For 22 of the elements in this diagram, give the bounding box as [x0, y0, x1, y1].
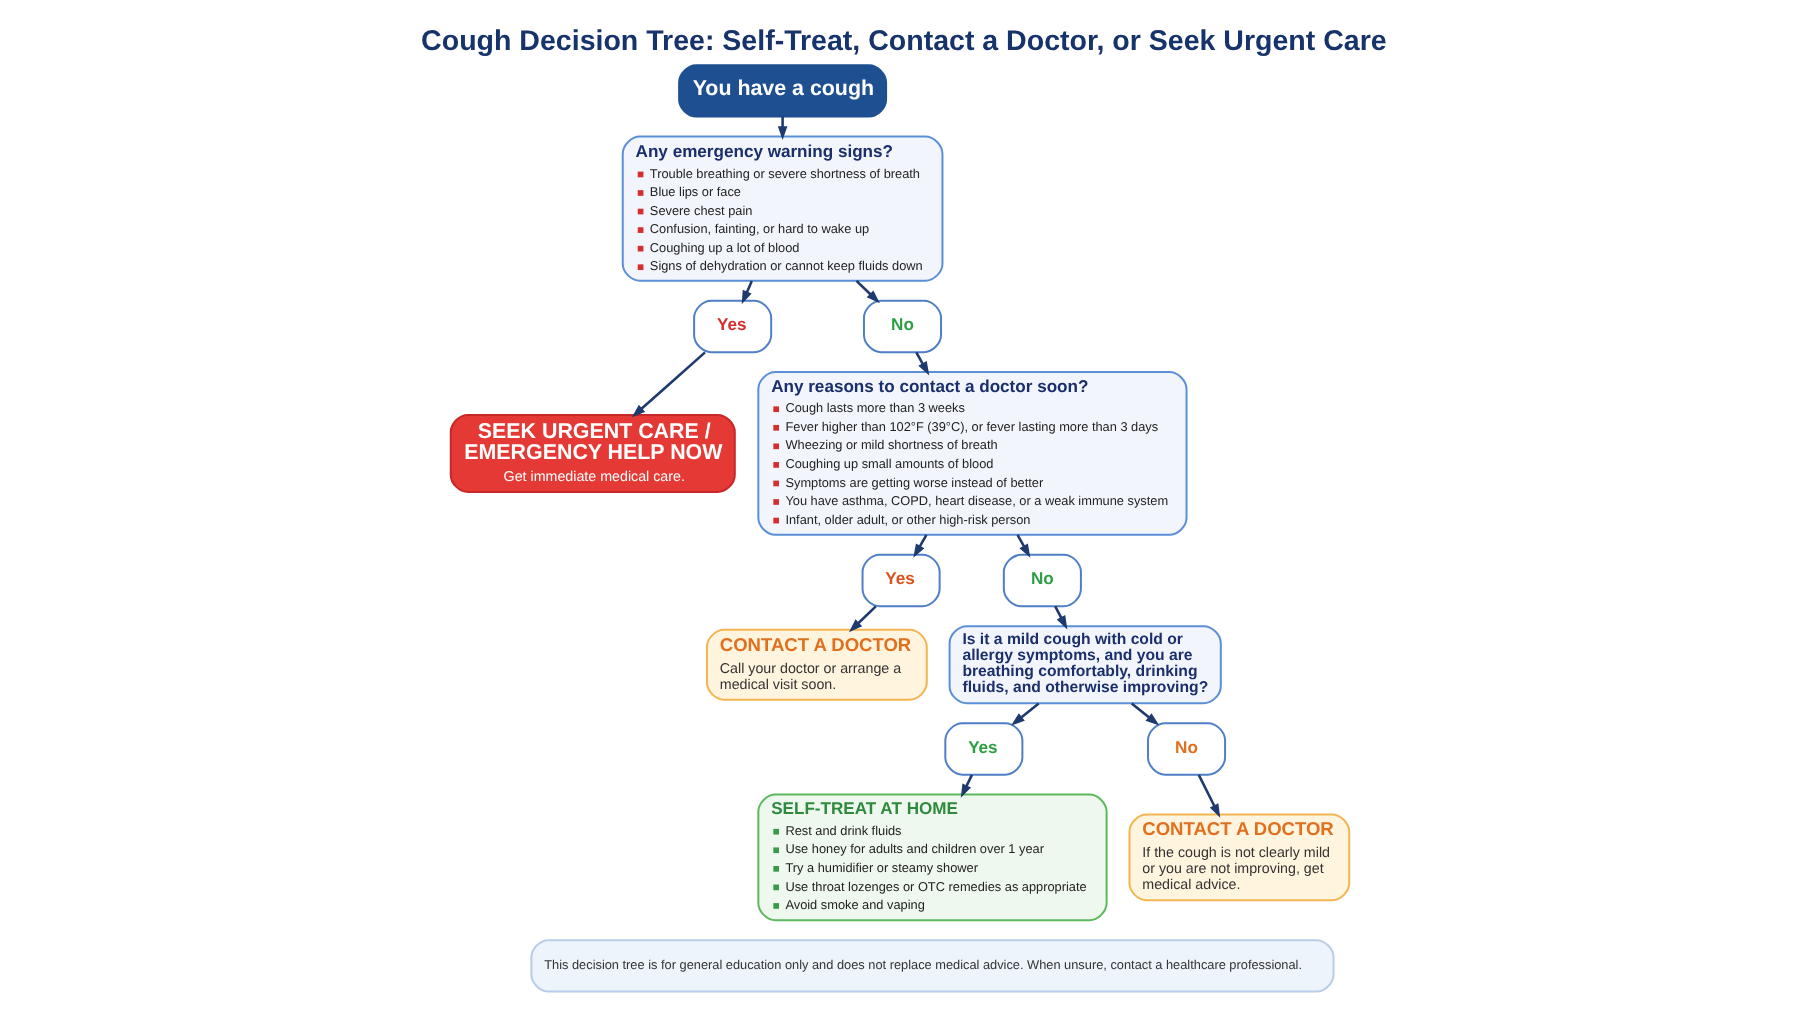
node-box: No: [1147, 722, 1227, 776]
node-box: Yes: [944, 722, 1024, 776]
arrow: [960, 774, 974, 798]
arrow: [848, 605, 877, 633]
arrow: [1054, 605, 1068, 630]
arrow: [913, 534, 928, 558]
arrow: [777, 116, 788, 141]
node-box: No: [862, 299, 943, 354]
diagram-title: Cough Decision Tree: Self-Treat, Contact a Doctor, or Seek Urgent Care: [421, 25, 1387, 58]
arrow: [1011, 702, 1040, 726]
arrow: [631, 351, 706, 418]
node-box: Yes: [693, 299, 773, 354]
node-box: You have a cough: [678, 64, 888, 118]
arrow: [915, 351, 930, 376]
arrow: [1130, 702, 1160, 726]
node-box: Yes: [861, 553, 941, 608]
node-box: Is it a mild cough with cold or allergy symptoms, and you are breathing comfortably, drinking fluids, and otherwise improving?: [948, 625, 1222, 705]
arrow: [1197, 774, 1221, 818]
arrow: [855, 280, 880, 304]
arrow: [741, 280, 753, 305]
node-box: No: [1002, 553, 1082, 608]
arrow: [1016, 534, 1031, 558]
